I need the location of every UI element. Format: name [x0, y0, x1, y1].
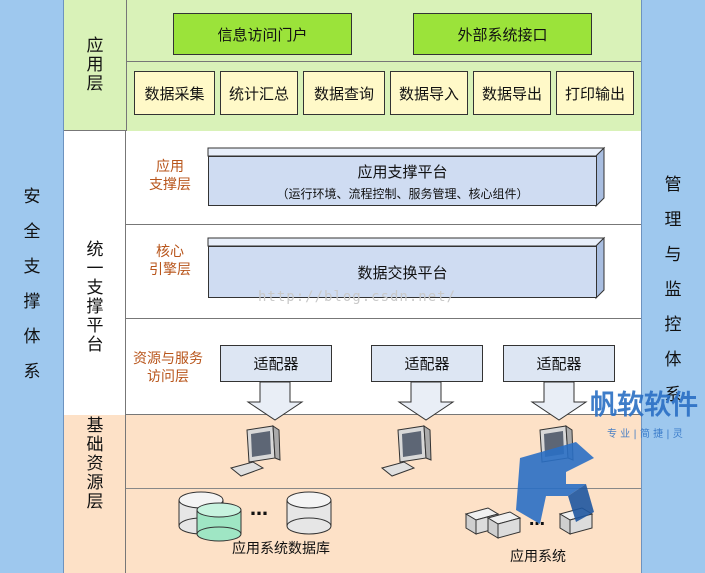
sublabel-line: 核心	[156, 244, 184, 260]
database-icon	[196, 502, 242, 542]
label-char: 层	[86, 491, 104, 512]
box-side-face	[595, 236, 605, 300]
platform-title: 数据交换平台	[357, 263, 448, 282]
server-icon	[486, 511, 522, 539]
platform-title: 应用支撑平台	[357, 162, 448, 181]
label-char: 台	[86, 334, 104, 355]
database-icon	[286, 491, 332, 535]
computer-icon	[380, 425, 432, 477]
label-char: 控	[664, 314, 682, 335]
adapter-box-1: 适配器	[220, 345, 332, 382]
label-char: 支	[23, 257, 41, 277]
label-char: 管	[664, 174, 682, 195]
external-interface-box: 外部系统接口	[413, 13, 592, 55]
label-char: 理	[664, 209, 682, 230]
application-layer-label: 应 用 层	[64, 20, 126, 110]
management-monitor-label: 管 理 与 监 控 体 系	[641, 160, 705, 420]
support-platform-label: 统 一 支 撑 平 台	[64, 230, 126, 365]
label-char: 统	[86, 239, 104, 260]
label-char: 安	[23, 187, 41, 207]
sublabel-line: 支撑层	[149, 177, 191, 194]
server-icons	[464, 507, 594, 539]
watermark-url: http://blog.csdn.net/	[258, 289, 457, 305]
label-char: 平	[86, 315, 104, 336]
label-char: 与	[664, 244, 682, 265]
db-caption: 应用系统数据库	[232, 541, 330, 557]
statistics-box: 统计汇总	[220, 71, 298, 115]
label-char: 源	[86, 472, 104, 493]
box-top-face	[207, 147, 606, 157]
platform-subtitle: （运行环境、流程控制、服务管理、核心组件）	[276, 186, 529, 201]
database-icons	[178, 491, 332, 542]
ellipsis: …	[250, 499, 268, 520]
base-resource-label-cell	[64, 415, 126, 573]
divider	[126, 488, 641, 489]
box-side-face	[595, 146, 605, 208]
data-collection-box: 数据采集	[134, 71, 215, 115]
management-monitor-column	[641, 0, 705, 573]
label-char: 体	[23, 327, 41, 347]
app-support-platform-box-3d	[207, 146, 606, 208]
label-char: 支	[86, 277, 104, 298]
app-support-platform-box: 应用支撑平台 （运行环境、流程控制、服务管理、核心组件）	[208, 156, 597, 206]
label-char: 监	[664, 279, 682, 300]
adapter-box-3: 适配器	[503, 345, 615, 382]
data-exchange-platform-box: 数据交换平台	[208, 246, 597, 298]
down-arrow-icon	[530, 381, 588, 421]
logo-tagline: 专 业 | 简 捷 | 灵	[607, 429, 683, 440]
label-char: 础	[86, 434, 104, 455]
label-char: 基	[86, 415, 104, 436]
adapter-box-2: 适配器	[371, 345, 483, 382]
base-resource-label: 基 础 资 源 层	[64, 415, 126, 512]
support-platform-label-cell	[64, 131, 126, 415]
fanruan-logo-icon	[516, 442, 594, 524]
divider	[126, 318, 641, 319]
label-char: 应	[86, 35, 104, 56]
label-char: 用	[86, 54, 104, 75]
data-query-box: 数据查询	[303, 71, 385, 115]
label-char: 体	[664, 349, 682, 370]
label-char: 全	[23, 222, 41, 242]
label-char: 系	[664, 384, 682, 405]
app-support-sublabel: 应用 支撑层	[130, 158, 210, 194]
divider	[126, 61, 641, 62]
security-support-label: 安 全 支 撑 体 系	[0, 160, 64, 410]
data-exchange-platform-box-3d	[207, 236, 606, 300]
label-char: 一	[86, 258, 104, 279]
label-char: 资	[86, 453, 104, 474]
sys-caption: 应用系统	[510, 549, 566, 565]
data-import-box: 数据导入	[390, 71, 468, 115]
core-engine-sublabel: 核心 引擎层	[130, 243, 210, 279]
label-char: 撑	[86, 296, 104, 317]
box-top-face	[207, 237, 606, 247]
sublabel-line: 访问层	[147, 369, 189, 386]
divider	[126, 224, 641, 225]
resource-access-sublabel: 资源与服务 访问层	[124, 350, 212, 386]
sublabel-line: 引擎层	[149, 262, 191, 279]
label-char: 系	[23, 362, 41, 382]
security-support-column	[0, 0, 64, 573]
print-output-box: 打印输出	[556, 71, 634, 115]
label-char: 撑	[23, 292, 41, 312]
portal-box: 信息访问门户	[173, 13, 352, 55]
label-char: 层	[86, 73, 104, 94]
sublabel-line: 资源与服务	[133, 351, 203, 367]
down-arrow-icon	[246, 381, 304, 421]
sublabel-line: 应用	[156, 159, 184, 175]
logo-text: 帆软软件	[590, 390, 698, 421]
down-arrow-icon	[397, 381, 455, 421]
computer-icon	[229, 425, 281, 477]
data-export-box: 数据导出	[473, 71, 551, 115]
